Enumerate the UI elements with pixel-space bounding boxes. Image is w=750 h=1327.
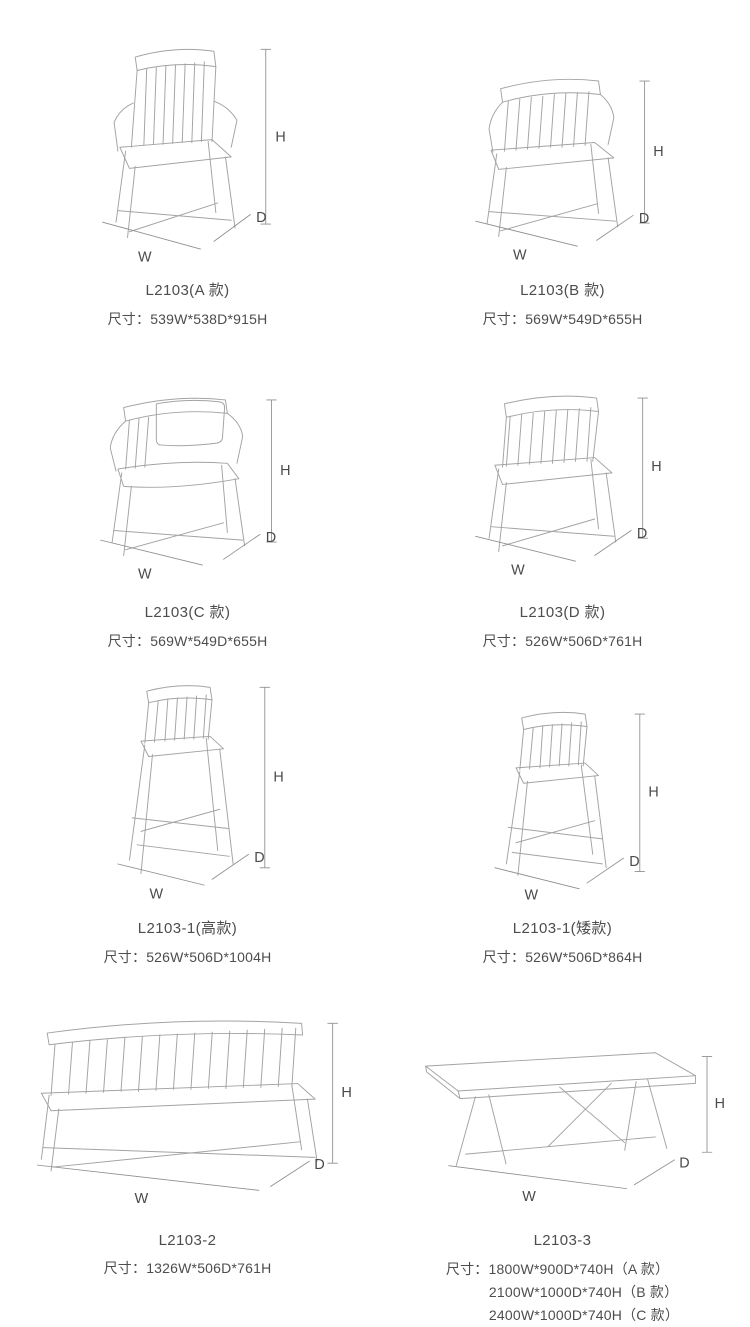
- depth-dim-label: D: [256, 210, 266, 226]
- depth-dim-label: D: [629, 854, 639, 870]
- product-cell-table: H D W L2103-3 尺寸：1800W*900D*740H（A 款） 21…: [375, 968, 750, 1327]
- spec-row: H D W L2103-1(高款) 尺寸：526W*506D*1004H: [0, 656, 750, 968]
- depth-dim-label: D: [265, 530, 275, 546]
- product-size: 尺寸：1326W*506D*761H: [103, 1260, 272, 1276]
- armchair-high-back-drawing: H D W: [101, 48, 285, 264]
- product-size: 尺寸：526W*506D*864H: [482, 949, 643, 965]
- product-size-line: 2400W*1000D*740H（C 款）: [488, 1307, 680, 1323]
- product-size-line: 尺寸：1800W*900D*740H（A 款）: [445, 1261, 670, 1277]
- product-name: L2103(D 款): [519, 604, 606, 621]
- stool-sketch: [505, 711, 607, 876]
- width-dim-label: W: [524, 887, 538, 902]
- dimension-lines: [448, 1056, 713, 1190]
- bench-drawing: H D W: [37, 1020, 352, 1206]
- product-cell-stool-tall: H D W L2103-1(高款) 尺寸：526W*506D*1004H: [0, 656, 375, 968]
- bar-stool-short-drawing: H D W: [493, 711, 658, 902]
- dimension-lines: [99, 399, 277, 566]
- product-cell-bench: H D W L2103-2 尺寸：1326W*506D*761H: [0, 968, 375, 1327]
- product-name: L2103(A 款): [145, 282, 230, 299]
- armchair-upholstered-drawing: H D W: [99, 397, 290, 582]
- width-dim-label: W: [149, 886, 163, 902]
- dimension-lines: [474, 80, 650, 247]
- product-cell-stool-short: H D W L2103-1(矮款) 尺寸：526W*506D*864H: [375, 656, 750, 968]
- width-dim-label: W: [522, 1189, 536, 1205]
- product-size: 尺寸：526W*506D*761H: [482, 633, 643, 649]
- product-name: L2103(C 款): [144, 604, 231, 621]
- dimension-lines: [116, 686, 270, 886]
- height-dim-label: H: [273, 769, 283, 785]
- product-cell-c: H D W L2103(C 款) 尺寸：569W*549D*655H: [0, 334, 375, 656]
- height-dim-label: H: [648, 784, 658, 800]
- product-cell-d: H D W L2103(D 款) 尺寸：526W*506D*761H: [375, 334, 750, 656]
- figure: H D W: [395, 968, 730, 1206]
- armchair-low-back-drawing: H D W: [474, 78, 663, 263]
- height-dim-label: H: [341, 1085, 352, 1101]
- height-dim-label: H: [715, 1096, 725, 1112]
- dimension-lines: [474, 397, 648, 562]
- height-dim-label: H: [651, 459, 661, 475]
- depth-dim-label: D: [638, 211, 648, 227]
- spec-row: H D W L2103-2 尺寸：1326W*506D*761H: [0, 968, 750, 1327]
- dimension-lines: [101, 48, 271, 250]
- product-name: L2103(B 款): [520, 282, 605, 299]
- spec-row: H D W L2103(C 款) 尺寸：569W*549D*655H: [0, 334, 750, 656]
- product-size-list: 尺寸：1800W*900D*740H（A 款） 2100W*1000D*740H…: [446, 1258, 679, 1327]
- depth-dim-label: D: [254, 850, 264, 866]
- width-dim-label: W: [138, 566, 152, 582]
- dining-table-drawing: H D W: [425, 1052, 725, 1205]
- spec-row: H D W L2103(A 款) 尺寸：539W*538D*915H: [0, 12, 750, 334]
- figure: H D W: [68, 656, 308, 902]
- figure: H D W: [20, 968, 355, 1206]
- product-name: L2103-2: [158, 1232, 217, 1249]
- figure: H D W: [68, 12, 308, 264]
- figure: H D W: [443, 334, 683, 586]
- product-size-line: 2100W*1000D*740H（B 款）: [488, 1284, 679, 1300]
- width-dim-label: W: [135, 1191, 149, 1206]
- figure: H D W: [68, 334, 308, 586]
- figure: H D W: [443, 656, 683, 902]
- height-dim-label: H: [275, 129, 285, 145]
- product-size: 尺寸：526W*506D*1004H: [103, 949, 272, 965]
- height-dim-label: H: [653, 144, 663, 160]
- product-size: 尺寸：569W*549D*655H: [482, 311, 643, 327]
- product-size: 尺寸：569W*549D*655H: [107, 633, 268, 649]
- chair-sketch: [113, 48, 237, 238]
- height-dim-label: H: [280, 463, 290, 479]
- chair-sketch: [488, 395, 616, 552]
- width-dim-label: W: [511, 562, 525, 578]
- bar-stool-tall-drawing: H D W: [116, 684, 283, 902]
- product-size: 尺寸：539W*538D*915H: [107, 311, 268, 327]
- dimension-lines: [37, 1023, 338, 1191]
- chair-sketch: [486, 78, 618, 237]
- product-cell-a: H D W L2103(A 款) 尺寸：539W*538D*915H: [0, 12, 375, 334]
- dimension-lines: [493, 713, 645, 889]
- depth-dim-label: D: [314, 1157, 325, 1173]
- width-dim-label: W: [138, 249, 152, 264]
- width-dim-label: W: [513, 247, 527, 263]
- figure: H D W: [443, 12, 683, 264]
- bench-sketch: [40, 1020, 318, 1172]
- depth-dim-label: D: [679, 1156, 689, 1172]
- product-cell-b: H D W L2103(B 款) 尺寸：569W*549D*655H: [375, 12, 750, 334]
- product-name: L2103-1(高款): [137, 920, 238, 937]
- side-chair-drawing: H D W: [474, 395, 661, 578]
- table-sketch: [425, 1052, 697, 1167]
- chair-sketch: [109, 397, 245, 556]
- depth-dim-label: D: [636, 526, 646, 542]
- product-name: L2103-3: [533, 1232, 592, 1249]
- stool-sketch: [128, 684, 234, 874]
- product-name: L2103-1(矮款): [512, 920, 613, 937]
